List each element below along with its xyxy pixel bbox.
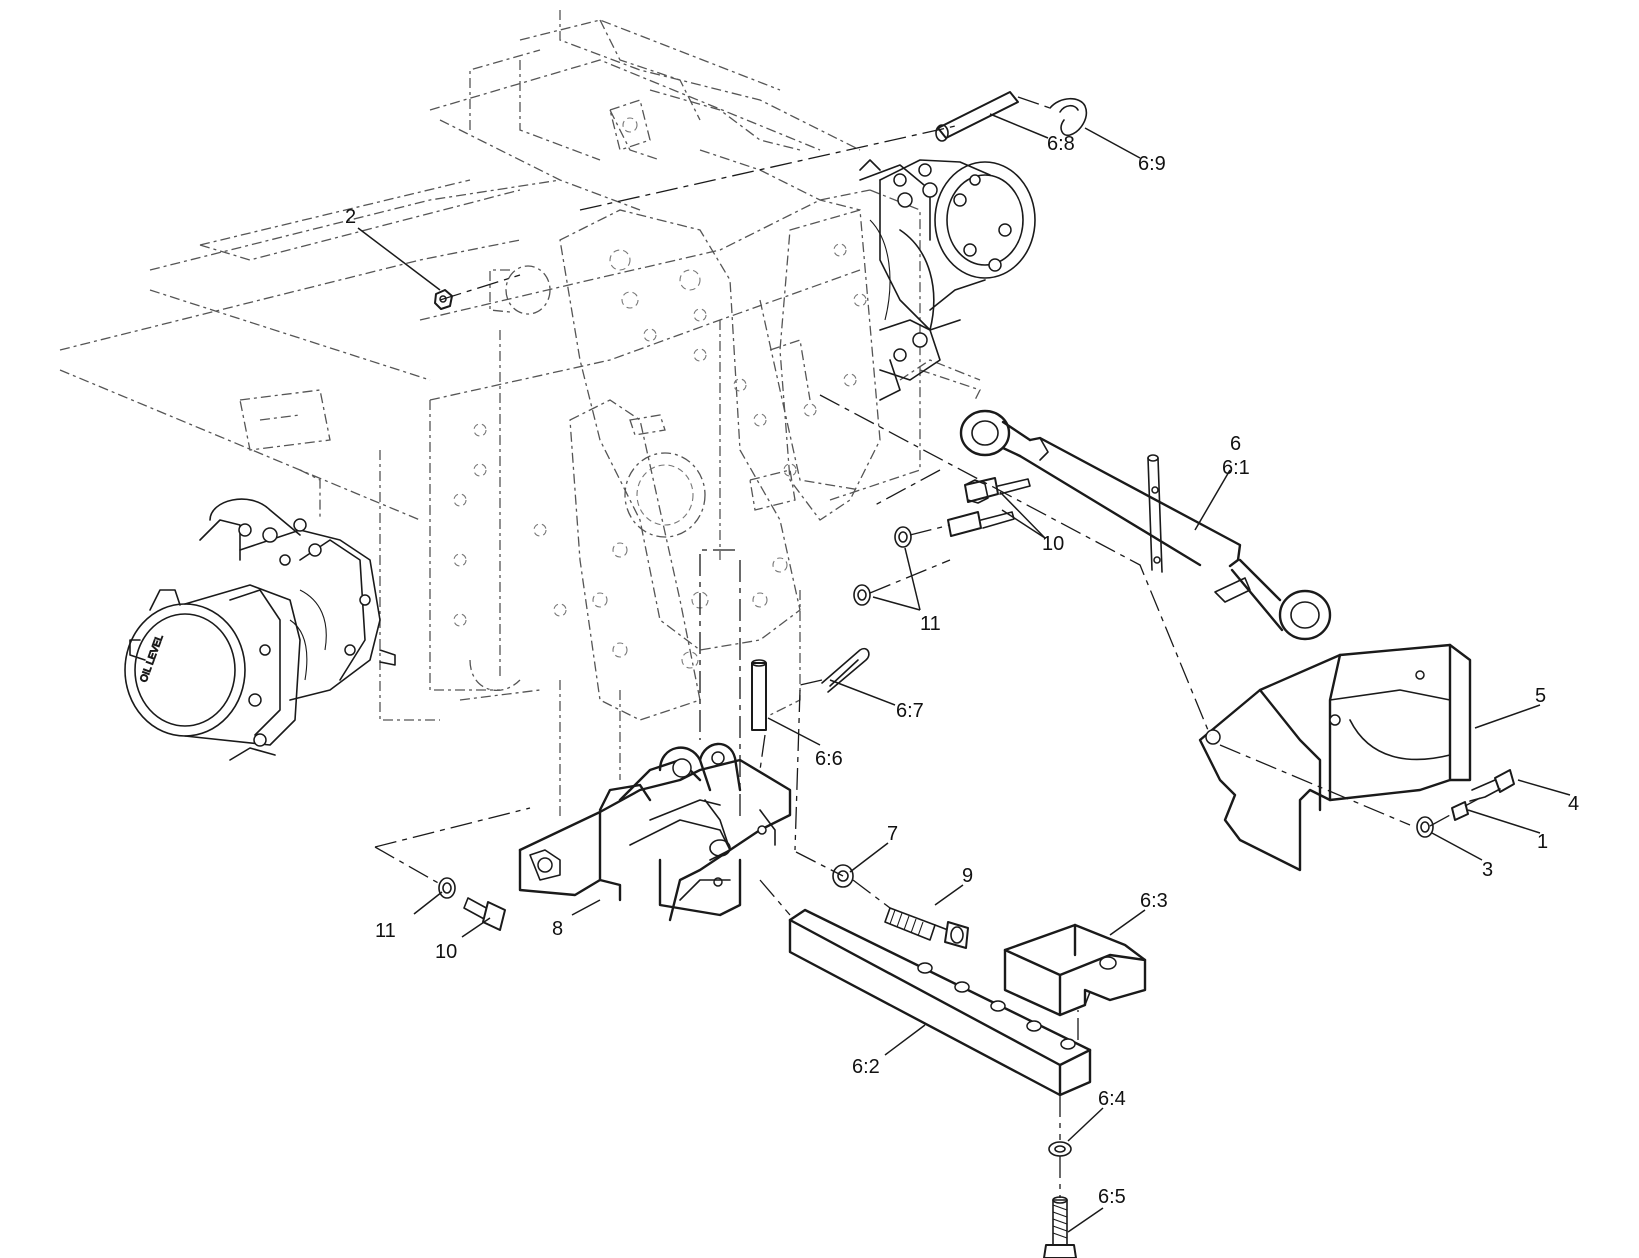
axle-left-icon: OIL LEVEL bbox=[124, 498, 396, 761]
callout-2: 2 bbox=[345, 206, 356, 228]
part-1-spacer bbox=[1451, 801, 1469, 821]
callout-11-bottom: 11 bbox=[375, 920, 396, 942]
callout-10-bottom: 10 bbox=[435, 941, 457, 963]
part-6-9-clip bbox=[1049, 97, 1088, 137]
clevis-icon bbox=[1003, 923, 1147, 1017]
part-6-6-pin bbox=[751, 659, 767, 731]
callout-1: 1 bbox=[1537, 831, 1548, 853]
callout-10-top: 10 bbox=[1042, 533, 1064, 555]
part-10-bolts bbox=[947, 477, 1031, 537]
callout-5: 5 bbox=[1535, 685, 1546, 707]
part-11-washers bbox=[853, 526, 912, 606]
callout-6-9: 6:9 bbox=[1138, 153, 1166, 175]
callout-6-3: 6:3 bbox=[1140, 890, 1168, 912]
part-3-washer bbox=[1416, 816, 1434, 838]
callout-6-5: 6:5 bbox=[1098, 1186, 1126, 1208]
callout-6-4: 6:4 bbox=[1098, 1088, 1126, 1110]
callout-9: 9 bbox=[962, 865, 973, 887]
drawbar-bracket-icon bbox=[518, 742, 792, 922]
drawbar-icon bbox=[788, 908, 1092, 1097]
callout-6-2: 6:2 bbox=[852, 1056, 880, 1078]
part-11-washer-bottom bbox=[438, 877, 456, 899]
part-7-washer bbox=[832, 864, 854, 888]
callout-8: 8 bbox=[552, 918, 563, 940]
part-6-8-pin bbox=[935, 91, 1019, 142]
part-6-4-washer bbox=[1048, 1141, 1072, 1157]
callout-3: 3 bbox=[1482, 859, 1493, 881]
callout-6: 6 bbox=[1230, 433, 1241, 455]
callout-7: 7 bbox=[887, 823, 898, 845]
frame-ghost bbox=[59, 10, 981, 820]
callout-6-7: 6:7 bbox=[896, 700, 924, 722]
callout-6-6: 6:6 bbox=[815, 748, 843, 770]
callout-4: 4 bbox=[1568, 793, 1579, 815]
part-4-screw bbox=[1469, 769, 1515, 802]
top-link-icon bbox=[959, 409, 1332, 641]
leader-lines bbox=[357, 113, 1571, 1233]
part-9-bolt bbox=[884, 907, 969, 949]
callout-6-8: 6:8 bbox=[1047, 133, 1075, 155]
callout-11-top: 11 bbox=[920, 613, 941, 635]
part-6-5-bolt bbox=[1043, 1196, 1077, 1258]
callouts: 2 6:8 6:9 6 6:1 10 11 6:7 6:6 5 4 1 3 7 … bbox=[345, 133, 1579, 1208]
shield-plate-icon bbox=[1198, 643, 1472, 872]
part-10-bolt-bottom bbox=[463, 897, 506, 931]
axle-right-icon bbox=[859, 159, 1036, 401]
callout-6-1: 6:1 bbox=[1222, 457, 1250, 479]
